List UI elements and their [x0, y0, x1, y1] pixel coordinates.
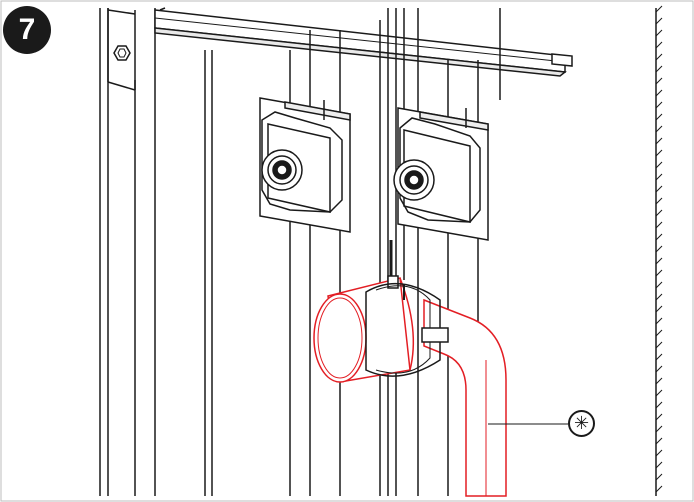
wall-hatch-line [655, 173, 663, 181]
wall-hatch-line [655, 485, 663, 493]
wall-hatch-line [655, 269, 663, 277]
mounting-rail [154, 7, 573, 77]
hex-bolt [113, 45, 131, 61]
wall-hatch-line [655, 377, 663, 385]
callout-symbol: ✳ [573, 412, 590, 434]
wall-hatch-line [655, 209, 663, 217]
pipe-clamp [365, 240, 449, 377]
wall-hatch-line [655, 185, 663, 193]
wall-hatch-line [655, 113, 663, 121]
wall-hatch-line [655, 353, 663, 361]
wall-hatch-line [655, 425, 663, 433]
wall-hatch-line [655, 221, 663, 229]
left-frame [99, 8, 291, 496]
wall-hatch-line [655, 101, 663, 109]
wall-hatch-line [655, 329, 663, 337]
wall-hatch-line [655, 5, 663, 13]
right-valve-bracket [393, 107, 489, 241]
wall-hatch-line [655, 137, 663, 145]
wall [655, 5, 663, 496]
wall-hatch-line [655, 89, 663, 97]
wall-hatch-line [655, 449, 663, 457]
wall-hatch-line [655, 293, 663, 301]
wall-hatch-line [655, 197, 663, 205]
step-number-badge: 7 [3, 6, 51, 54]
wall-hatch-line [655, 281, 663, 289]
wall-hatch-line [655, 29, 663, 37]
wall-hatch-line [655, 365, 663, 373]
wall-hatch-line [655, 341, 663, 349]
wall-hatch-line [655, 233, 663, 241]
wall-hatch-line [655, 437, 663, 445]
wall-hatch-line [655, 125, 663, 133]
wall-hatch-line [655, 65, 663, 73]
wall-hatch-line [655, 257, 663, 265]
wall-hatch-line [655, 77, 663, 85]
wall-hatch-line [655, 17, 663, 25]
wall-hatch-line [655, 473, 663, 481]
wall-hatch-line [655, 245, 663, 253]
wall-hatch-line [655, 461, 663, 469]
wall-hatch-line [655, 161, 663, 169]
wall-hatch-line [655, 317, 663, 325]
wall-hatch-line [655, 401, 663, 409]
step-number: 7 [18, 13, 36, 46]
wall-hatch-line [655, 41, 663, 49]
wall-hatch-line [655, 53, 663, 61]
wall-hatch-line [655, 413, 663, 421]
left-valve-bracket [259, 97, 351, 233]
callout-marker: ✳ [568, 410, 595, 437]
wall-hatch-line [655, 389, 663, 397]
wall-hatch-line [655, 149, 663, 157]
wall-hatch-line [655, 305, 663, 313]
elbow-pipe [313, 277, 507, 497]
